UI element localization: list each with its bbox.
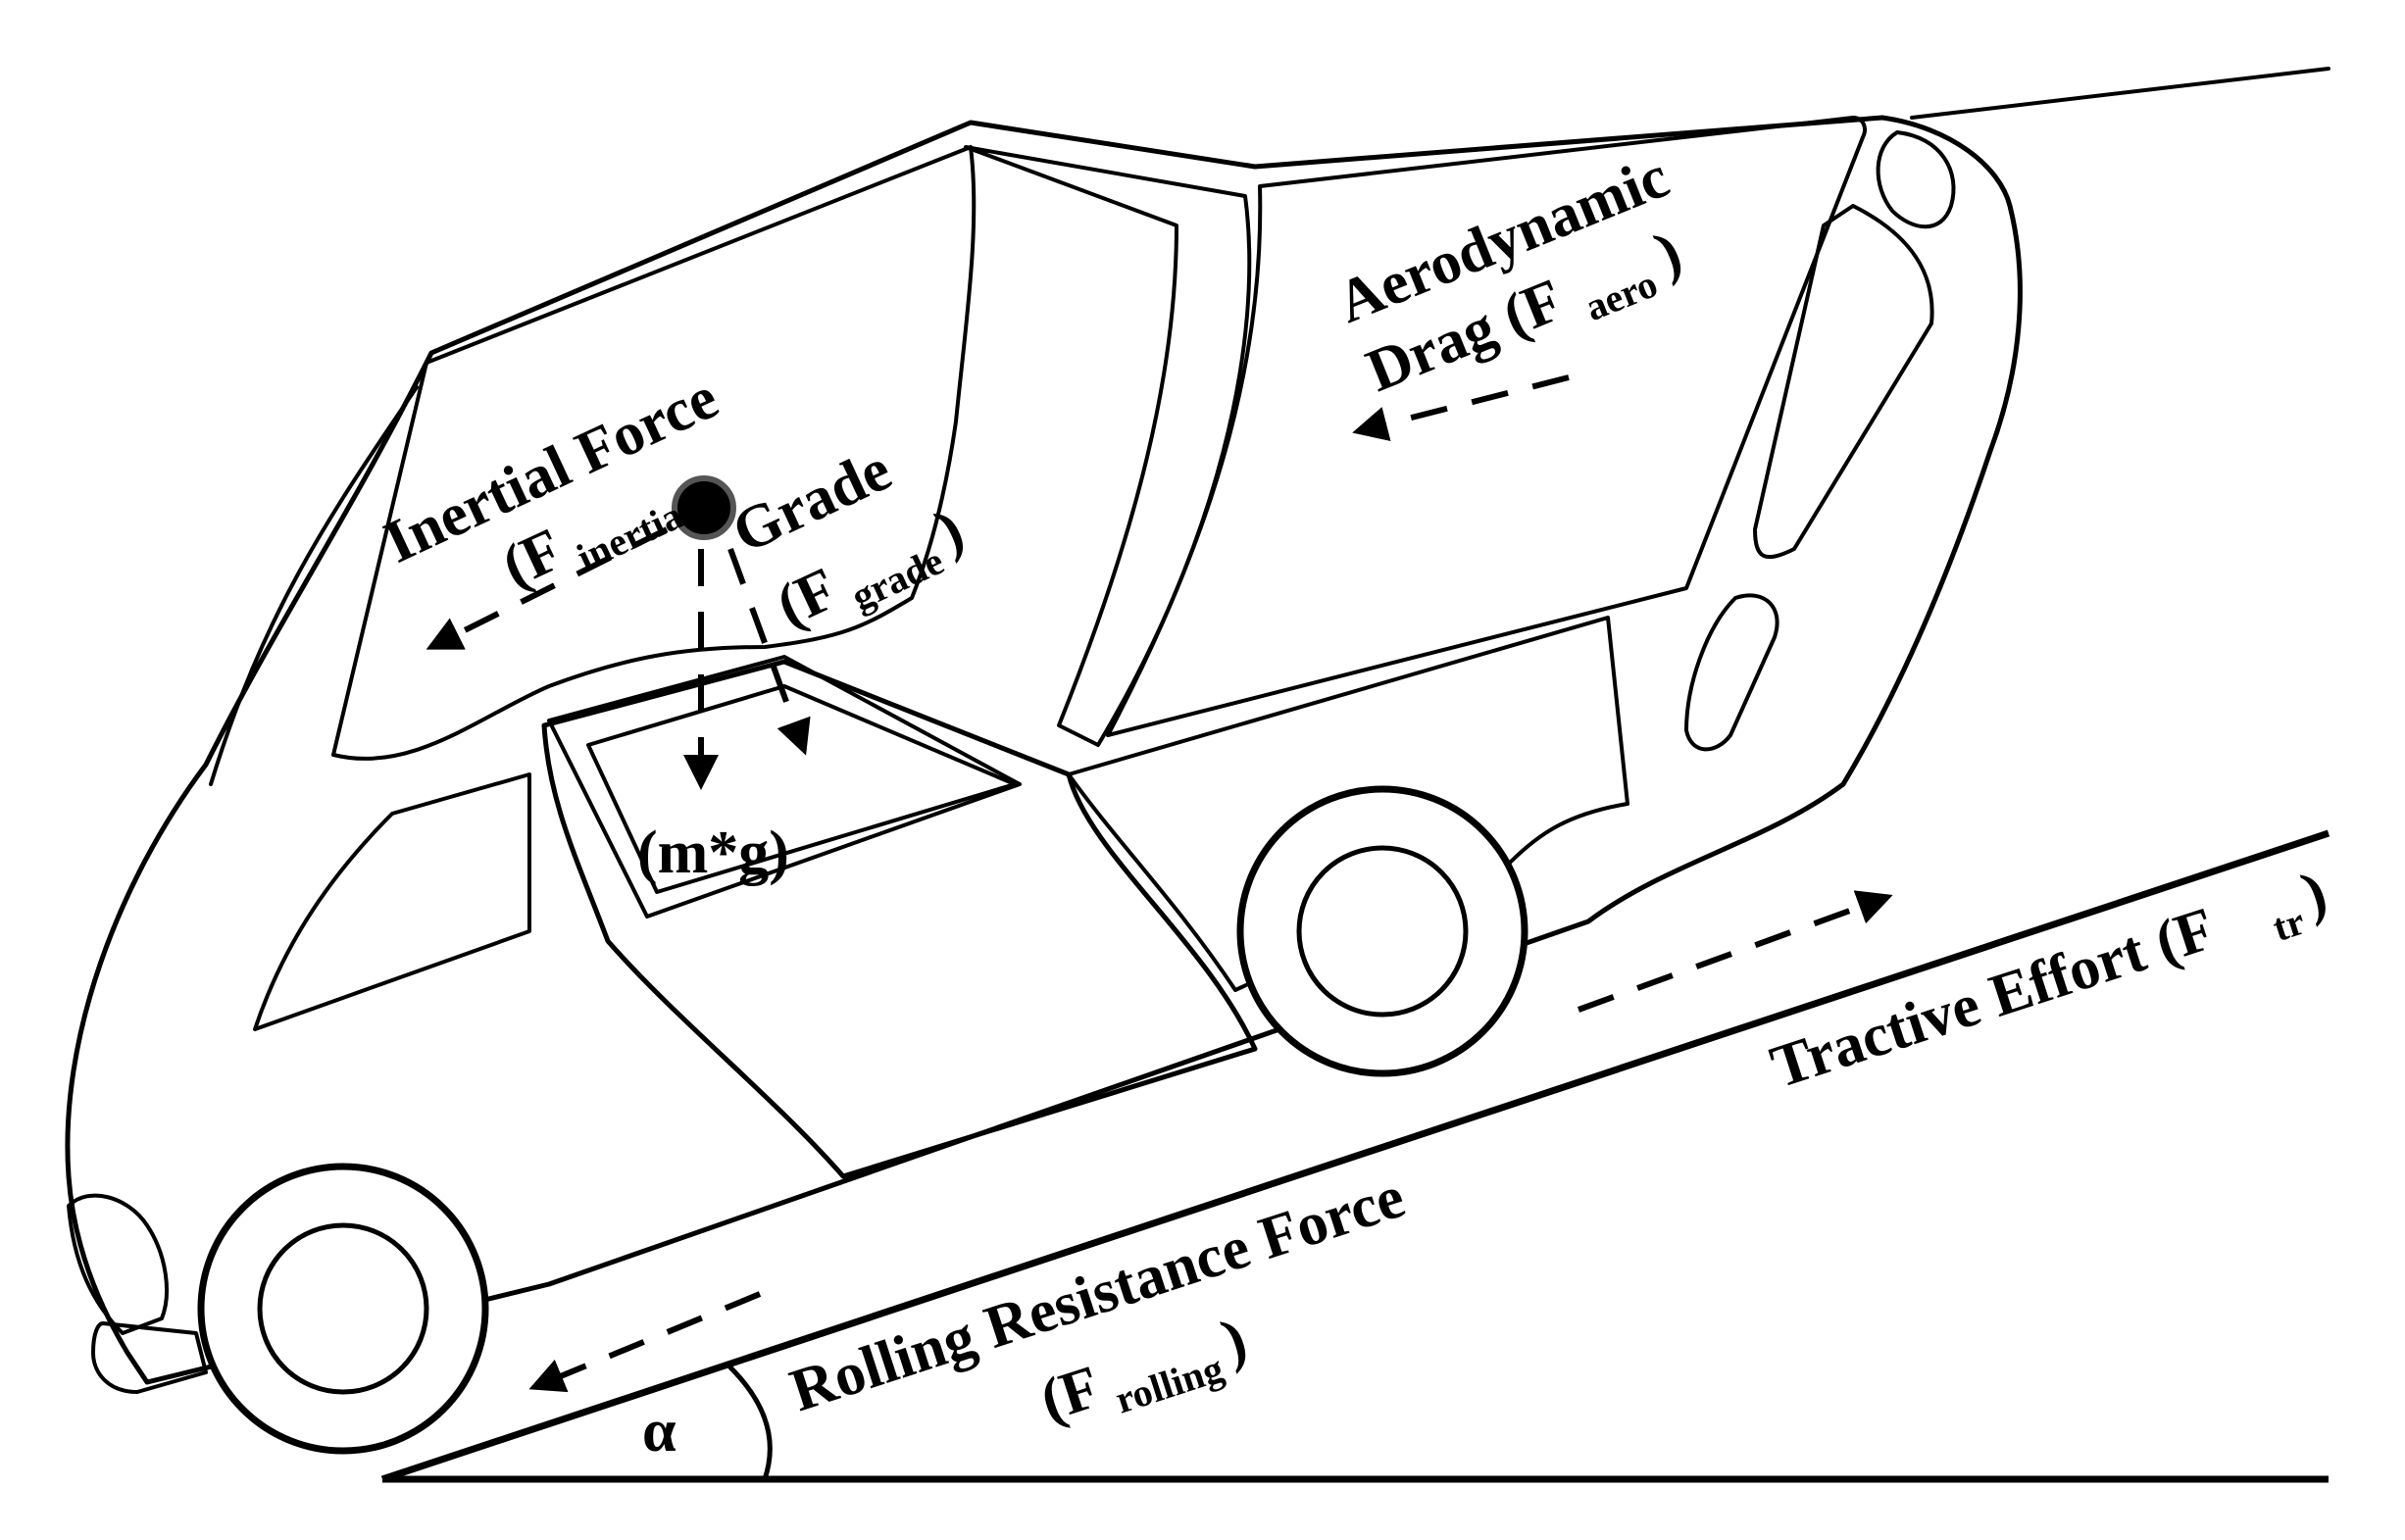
angle-label: α <box>642 1398 676 1465</box>
rolling-subscript: rolling <box>1110 1346 1228 1422</box>
angle-arc <box>727 1365 773 1482</box>
rear-quarter-window <box>1106 116 1867 737</box>
front-wheel <box>197 1163 489 1455</box>
aero-arrow <box>1352 374 1570 442</box>
car-body <box>65 115 2023 1385</box>
rear-door <box>1067 616 1629 992</box>
rear-wheel <box>1236 785 1528 1077</box>
front-door-glass <box>586 684 1017 894</box>
front-door-window <box>547 655 1022 919</box>
grade-arrow <box>727 547 811 756</box>
rear-top-line <box>1910 67 2330 120</box>
roof-line <box>209 385 419 786</box>
headlight <box>67 1193 169 1335</box>
rear-glass <box>1753 204 1934 560</box>
rear-lamp <box>1684 593 1779 752</box>
rear-hub <box>1296 845 1469 1018</box>
rolling-paren-open: (F <box>1032 1354 1108 1435</box>
incline-line <box>380 829 2330 1483</box>
windshield <box>331 145 977 761</box>
rear-side-window <box>964 145 1252 747</box>
front-door <box>541 659 1258 1179</box>
front-quarter-window <box>253 772 531 1031</box>
inertial-subscript: inertia <box>570 493 689 580</box>
tractive-subscript: tr <box>2268 899 2310 950</box>
grade-paren-open: (F <box>767 555 847 639</box>
front-hub <box>257 1222 429 1395</box>
aero-subscript: aero <box>1578 261 1663 329</box>
grade-label: Grade <box>723 436 901 567</box>
weight-label: (m*g) <box>637 820 789 886</box>
tractive-arrow <box>1577 890 1893 1013</box>
rolling-arrow <box>528 1291 762 1393</box>
tail-light <box>1876 130 1956 229</box>
inertial-arrow <box>426 526 669 650</box>
front-bumper <box>91 1321 208 1394</box>
center-of-gravity <box>672 475 736 540</box>
